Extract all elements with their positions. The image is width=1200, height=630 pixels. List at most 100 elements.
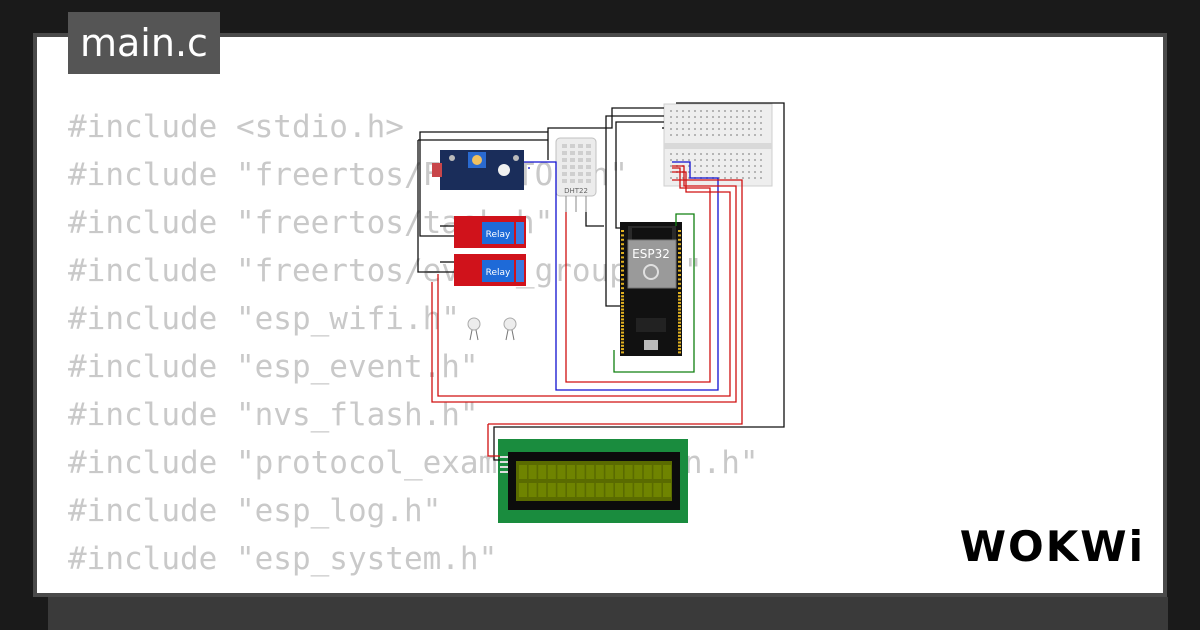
pin <box>678 315 681 318</box>
pin <box>730 128 732 130</box>
pin <box>682 116 684 118</box>
pin <box>754 171 756 173</box>
pin <box>678 247 681 250</box>
pin <box>706 128 708 130</box>
pin <box>742 134 744 136</box>
pin <box>678 298 681 301</box>
pin <box>621 344 624 347</box>
pin <box>586 144 591 148</box>
pin <box>578 172 583 176</box>
pin <box>634 465 643 479</box>
pin <box>678 338 681 341</box>
pin <box>621 260 624 263</box>
preview-shadow <box>48 597 1168 630</box>
pin <box>724 165 726 167</box>
pin <box>700 153 702 155</box>
pin <box>718 134 720 136</box>
pin <box>621 243 624 246</box>
pin <box>670 128 672 130</box>
pin <box>678 331 681 334</box>
pin <box>718 110 720 112</box>
pin <box>562 165 567 169</box>
pin <box>653 483 662 497</box>
pin <box>724 159 726 161</box>
pin <box>621 269 624 272</box>
pin <box>754 110 756 112</box>
pin <box>754 177 756 179</box>
pin <box>670 177 672 179</box>
pin <box>678 243 681 246</box>
pin <box>760 116 762 118</box>
pin <box>595 465 604 479</box>
pin <box>621 238 624 241</box>
pin <box>624 465 633 479</box>
pin <box>694 153 696 155</box>
pin <box>700 165 702 167</box>
pin <box>621 230 624 232</box>
pin <box>694 128 696 130</box>
pin <box>576 483 585 497</box>
wires <box>417 102 785 461</box>
pin <box>528 465 537 479</box>
pin <box>712 116 714 118</box>
pin <box>678 238 681 241</box>
pin <box>730 153 732 155</box>
project-preview-card[interactable]: #include <stdio.h>#include "freertos/Fre… <box>37 37 1163 593</box>
pin <box>586 165 591 169</box>
pin <box>576 465 585 479</box>
pin <box>678 295 681 298</box>
pin <box>678 334 681 337</box>
pin <box>643 465 652 479</box>
pin <box>736 165 738 167</box>
pin <box>678 344 681 347</box>
pin <box>742 177 744 179</box>
pin <box>682 134 684 136</box>
pin <box>621 301 624 304</box>
pin <box>586 483 595 497</box>
pin <box>605 483 614 497</box>
pin <box>678 351 681 354</box>
pin <box>754 159 756 161</box>
pin <box>754 153 756 155</box>
pin <box>678 269 681 272</box>
pin <box>706 159 708 161</box>
pin <box>694 116 696 118</box>
pin <box>712 128 714 130</box>
code-line: #include <stdio.h> <box>68 109 404 145</box>
pin <box>694 159 696 161</box>
pin <box>760 165 762 167</box>
pin <box>519 483 527 497</box>
pin <box>712 165 714 167</box>
pin <box>724 171 726 173</box>
code-line: #include "esp_wifi.h" <box>68 301 460 337</box>
pin <box>670 165 672 167</box>
pin <box>760 134 762 136</box>
pin <box>678 287 681 290</box>
relay-module-1: Relay <box>454 216 526 248</box>
pin <box>700 116 702 118</box>
pin <box>670 116 672 118</box>
led-1 <box>467 317 481 341</box>
pin <box>712 159 714 161</box>
pin <box>519 465 527 479</box>
pin <box>678 230 681 232</box>
pin <box>621 252 624 254</box>
pin <box>586 465 595 479</box>
pin <box>700 110 702 112</box>
esp32-label: ESP32 <box>632 247 670 261</box>
relay-module-2: Relay <box>454 254 526 286</box>
file-tab-main-c[interactable]: main.c <box>68 12 220 74</box>
pin <box>621 331 624 334</box>
pin <box>621 287 624 290</box>
pin <box>615 483 623 497</box>
pin <box>570 165 575 169</box>
pin <box>670 159 672 161</box>
pin <box>621 256 624 259</box>
pin <box>500 466 508 468</box>
pin <box>718 177 720 179</box>
pin <box>670 122 672 124</box>
pin <box>700 134 702 136</box>
pin <box>653 465 662 479</box>
pin <box>694 165 696 167</box>
pin <box>706 110 708 112</box>
